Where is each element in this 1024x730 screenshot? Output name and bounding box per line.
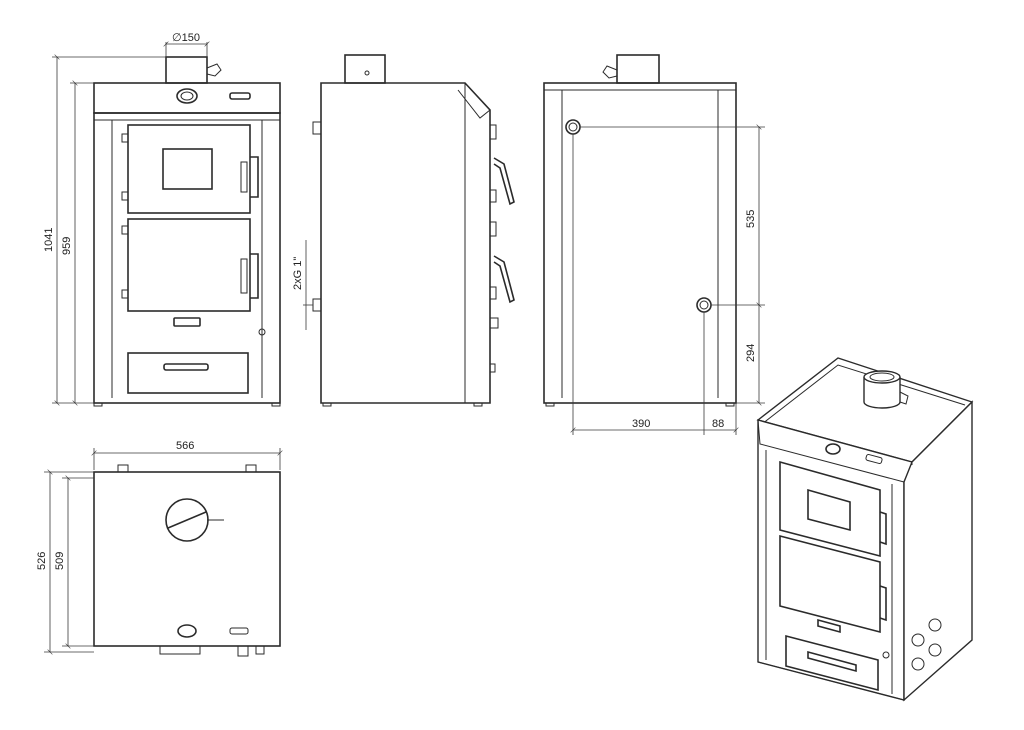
depth-body-label: 509: [54, 552, 66, 570]
width-label: 566: [176, 440, 194, 452]
side-dimensions: 2xG 1": [292, 240, 313, 330]
rear-view: [543, 54, 737, 407]
depth-total-label: 526: [36, 552, 48, 570]
top-view: [93, 464, 281, 657]
flue-diameter-label: ∅150: [172, 32, 200, 44]
top-dimensions: 566 526 509: [36, 440, 280, 652]
side-view: [312, 54, 515, 407]
total-height-label: 1041: [43, 228, 55, 252]
body-height-label: 959: [61, 237, 73, 255]
lower-port-height-label: 294: [745, 344, 757, 362]
front-dimensions: ∅150 1041 959: [43, 32, 207, 403]
port-offset-label: 390: [632, 418, 650, 430]
connection-label: 2xG 1": [292, 257, 304, 290]
isometric-view: [756, 357, 974, 702]
port-edge-offset-label: 88: [712, 418, 724, 430]
rear-dimensions: 535 294 390 88: [573, 127, 765, 435]
front-view: [93, 56, 281, 407]
upper-port-drop-label: 535: [745, 210, 757, 228]
